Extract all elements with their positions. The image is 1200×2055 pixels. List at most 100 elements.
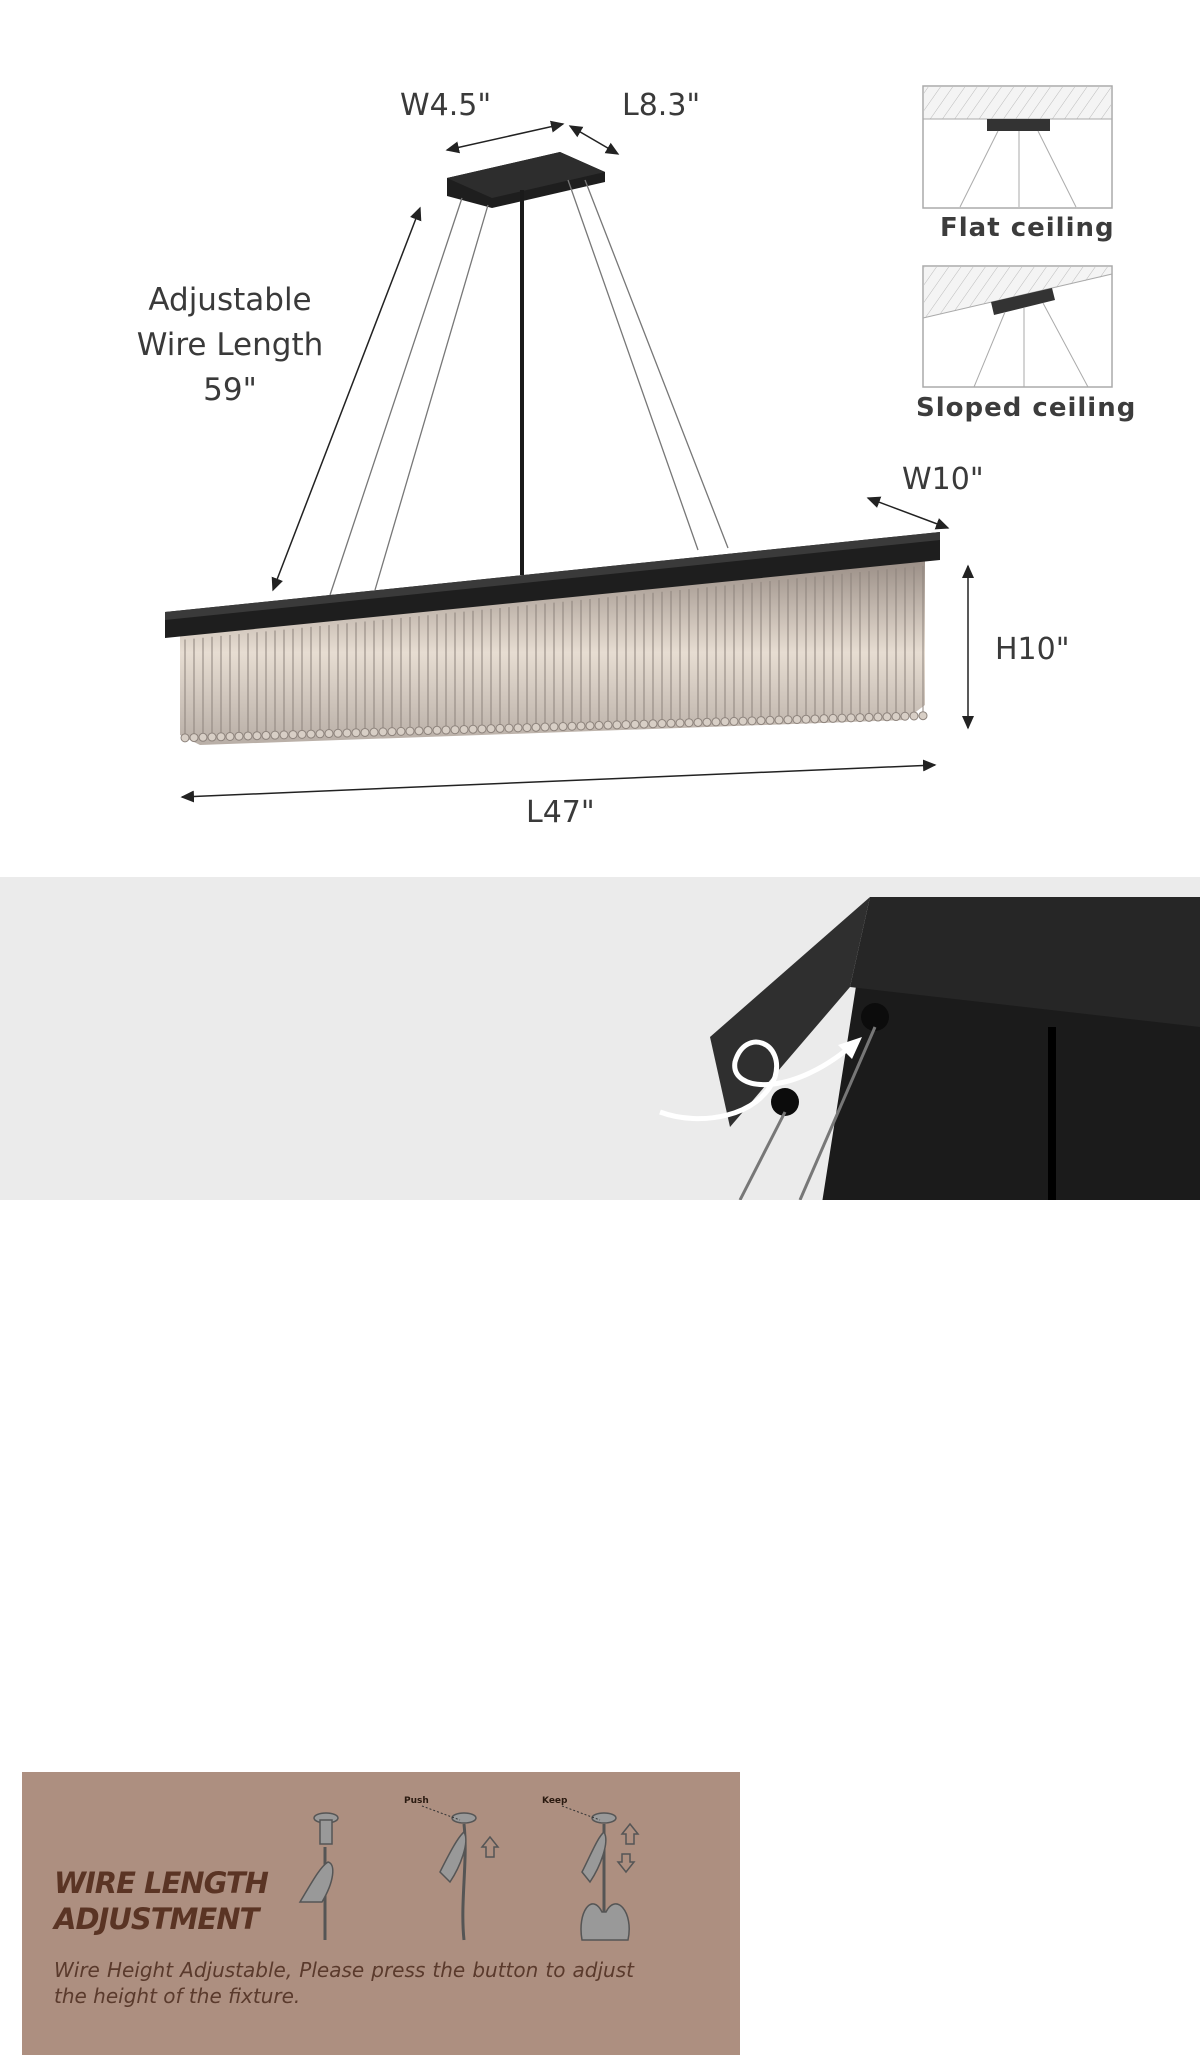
crystal-drop	[495, 723, 505, 733]
crystal-drop	[567, 721, 577, 731]
crystal-drop	[486, 724, 496, 734]
sloped-ceiling-caption: Sloped ceiling	[916, 393, 1137, 423]
crystal-drop	[621, 720, 631, 730]
crystal-drop	[648, 719, 658, 729]
crystal-drop	[387, 727, 397, 737]
crystal-drop	[513, 723, 523, 733]
crystal-drop	[549, 722, 559, 732]
suspension-wires	[329, 179, 729, 596]
crystal-drop	[261, 730, 271, 740]
crystal-drop	[558, 722, 568, 732]
crystal-drop	[198, 732, 208, 742]
crystal-drop	[315, 729, 325, 739]
crystal-drop	[918, 711, 928, 721]
crystal-drop	[720, 717, 730, 727]
crystal-drop	[180, 733, 190, 743]
crystal-drop	[873, 712, 883, 722]
crystal-drop	[423, 726, 433, 736]
crystal-drop	[369, 727, 379, 737]
wire-length-label: Adjustable Wire Length 59"	[135, 278, 325, 413]
crystal-drop	[189, 733, 199, 743]
panel-title-line: WIRE LENGTH	[54, 1866, 269, 1900]
crystal-drop	[711, 717, 721, 727]
crystal-drop	[666, 718, 676, 728]
crystal-drop	[216, 732, 226, 742]
crystal-drop	[459, 724, 469, 734]
crystal-drop	[531, 722, 541, 732]
crystal-drop	[288, 730, 298, 740]
crystal-drop	[900, 711, 910, 721]
crystal-drop	[702, 717, 712, 727]
dimension-arrows	[180, 120, 974, 803]
crystal-drop	[909, 711, 919, 721]
crystal-drop	[252, 731, 262, 741]
crystal-drop	[774, 715, 784, 725]
crystal-drop	[828, 713, 838, 723]
crystal-drop	[630, 719, 640, 729]
crystal-drop	[585, 721, 595, 731]
curved-arrow-icon	[659, 1039, 852, 1122]
crystal-drop	[855, 713, 865, 723]
crystal-drop	[540, 722, 550, 732]
fixture-frame	[165, 532, 940, 638]
crystal-drop	[405, 726, 415, 736]
crystal-drop	[279, 730, 289, 740]
crystal-drop	[864, 712, 874, 722]
crystal-drop	[450, 725, 460, 735]
crystal-drop	[441, 725, 451, 735]
crystal-drop	[378, 727, 388, 737]
crystal-drop	[243, 731, 253, 741]
crystal-drop	[396, 726, 406, 736]
crystal-drop	[360, 727, 370, 737]
wire-length-line: Wire Length	[136, 327, 324, 363]
crystal-drop	[432, 725, 442, 735]
crystal-drop	[414, 726, 424, 736]
crystal-drop	[351, 728, 361, 738]
push-step-label: Push	[404, 1796, 429, 1806]
canopy	[447, 152, 605, 208]
crystal-drop	[693, 717, 703, 727]
fixture-height-label: H10"	[995, 632, 1070, 667]
crystal-drop	[684, 718, 694, 728]
fixture-length-label: L47"	[526, 795, 595, 830]
crystal-drop	[882, 712, 892, 722]
crystal-drop	[594, 720, 604, 730]
crystal-drop	[819, 714, 829, 724]
panel-description: Wire Height Adjustable, Please press the…	[54, 1958, 634, 2008]
canopy-length-label: L8.3"	[622, 88, 701, 123]
crystal-drop	[837, 713, 847, 723]
crystal-drop	[792, 714, 802, 724]
crystal-drop	[477, 724, 487, 734]
crystal-drop	[612, 720, 622, 730]
detail-band: Push Keep WIRE LENGTH ADJUSTMENT Wire He…	[0, 877, 1200, 2055]
crystal-drop	[522, 723, 532, 733]
crystal-curtain	[180, 560, 928, 745]
crystal-drop	[207, 732, 217, 742]
wire-length-line: Adjustable	[148, 282, 312, 318]
product-diagram	[165, 85, 1113, 803]
canopy-width-label: W4.5"	[400, 88, 492, 123]
crystal-drop	[756, 716, 766, 726]
crystal-drop	[468, 724, 478, 734]
crystal-drop	[504, 723, 514, 733]
crystal-drop	[306, 729, 316, 739]
crystal-drop	[891, 712, 901, 722]
mount-closeup	[659, 897, 1200, 1200]
crystal-drop	[270, 730, 280, 740]
crystal-drop	[783, 715, 793, 725]
panel-title-line: ADJUSTMENT	[54, 1902, 259, 1936]
crystal-drop	[729, 716, 739, 726]
panel-title: WIRE LENGTH ADJUSTMENT	[54, 1865, 269, 1937]
crystal-drop	[846, 713, 856, 723]
flat-ceiling-caption: Flat ceiling	[940, 213, 1115, 243]
crystal-drop	[765, 715, 775, 725]
crystal-drop	[297, 729, 307, 739]
crystal-drop	[675, 718, 685, 728]
sloped-ceiling-diagram	[922, 265, 1113, 388]
crystal-drop	[576, 721, 586, 731]
crystal-drop	[324, 729, 334, 739]
wire-length-value: 59"	[203, 372, 257, 408]
crystal-drop	[342, 728, 352, 738]
fixture-width-label: W10"	[902, 462, 984, 497]
keep-step-label: Keep	[542, 1796, 568, 1806]
